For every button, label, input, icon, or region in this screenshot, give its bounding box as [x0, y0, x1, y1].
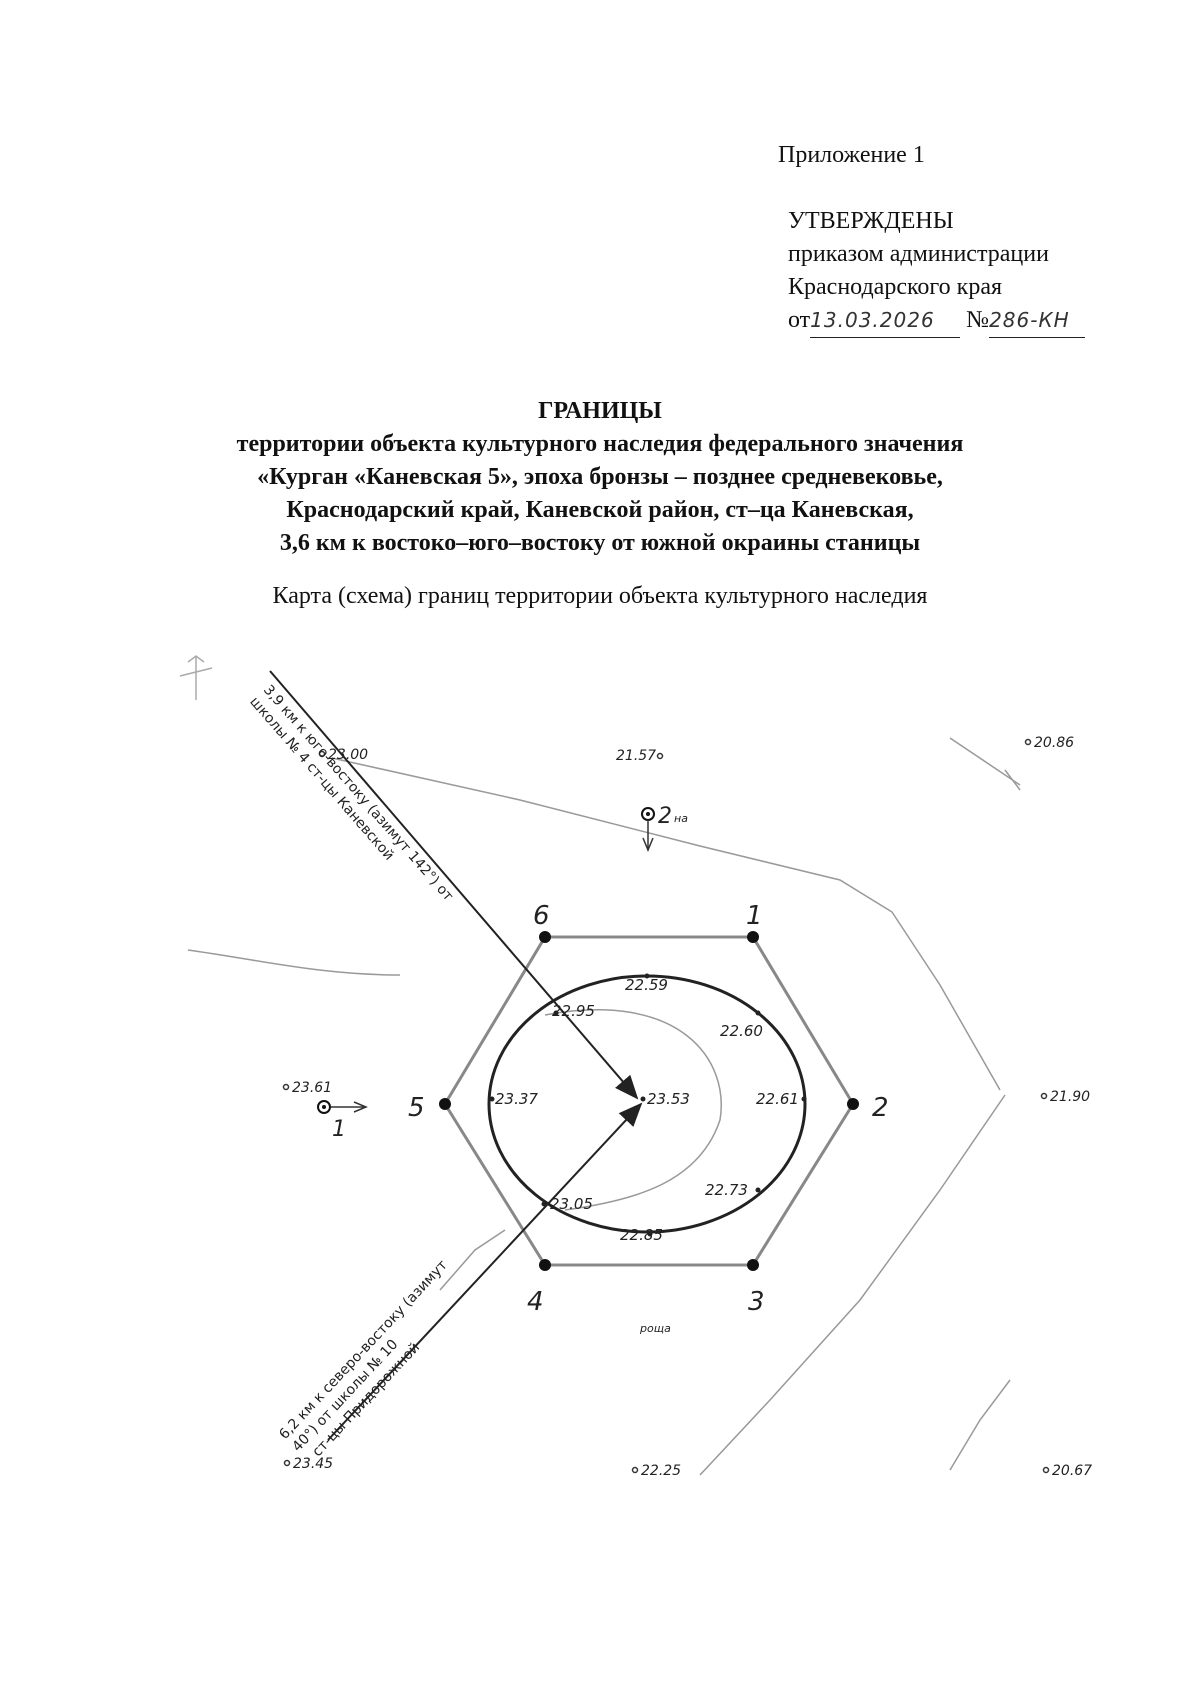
spot-height-label: 23.61	[292, 1080, 332, 1096]
order-label: приказом администрации	[788, 241, 1049, 267]
number-prefix: №	[966, 307, 990, 333]
terrain-lines	[187, 737, 1021, 1476]
elevation-label: 22.95	[552, 1002, 595, 1020]
reference-note-sw: 6,2 км к северо-востоку (азимут 40°) от …	[276, 1257, 451, 1460]
spot-height-dots	[282, 738, 1050, 1474]
date-number-line: от13.03.2026 №286-КН	[788, 304, 1086, 338]
elevation-dots	[489, 973, 807, 1237]
spot-height-label: 20.67	[1052, 1463, 1092, 1479]
from-prefix: от	[788, 307, 811, 333]
date-signature-line: 13.03.2026	[810, 304, 961, 338]
reference-note-sw-line-2: 40°) от школы № 10	[289, 1337, 401, 1455]
region-label: Краснодарского края	[788, 274, 1003, 300]
vertex-5-marker	[439, 1098, 451, 1110]
handwritten-date: 13.03.2026	[810, 308, 935, 332]
vertex-4-marker	[539, 1259, 551, 1271]
elevation-label: 22.85	[620, 1226, 663, 1244]
marker-2-suffix: на	[674, 812, 688, 825]
handwritten-number: 286-КН	[989, 308, 1070, 332]
vertex-3-marker	[747, 1259, 759, 1271]
elevation-label: 23.53	[647, 1090, 690, 1108]
vertex-6-label: 6	[533, 901, 550, 931]
reference-arrow-sw	[327, 1102, 643, 1441]
elevation-label: 22.73	[705, 1181, 748, 1199]
grove-label: роща	[639, 1322, 671, 1335]
spot-height-label: 21.57	[616, 748, 656, 764]
vertex-5-label: 5	[408, 1093, 425, 1123]
elevation-label: 22.61	[756, 1090, 799, 1108]
spot-height-label: 22.25	[641, 1463, 681, 1479]
reference-note-nw-line-2: школы № 4 ст-цы Каневской	[246, 694, 396, 864]
elevation-label: 23.05	[550, 1195, 593, 1213]
spot-height-label: 20.86	[1034, 735, 1074, 751]
reference-arrow-nw	[269, 670, 639, 1100]
title-main: ГРАНИЦЫ	[538, 398, 662, 424]
marker-2-label: 2	[658, 804, 672, 829]
geodetic-marker-1	[317, 1100, 368, 1114]
document-title: ГРАНИЦЫ территории объекта культурного н…	[0, 395, 1200, 560]
elevation-label: 22.59	[625, 976, 668, 994]
reference-note-sw-line-1: 6,2 км к северо-востоку (азимут	[276, 1257, 451, 1443]
map-caption: Карта (схема) границ территории объекта …	[272, 583, 928, 609]
number-signature-line: 286-КН	[989, 304, 1086, 338]
title-line-1: территории объекта культурного наследия …	[236, 431, 964, 457]
reference-note-nw-line-1: 3,9 км к юго-востоку (азимут 142°) от	[260, 682, 456, 904]
title-line-3: Краснодарский край, Каневской район, ст–…	[286, 497, 914, 523]
spot-height-label: 21.90	[1050, 1089, 1090, 1105]
approval-block: УТВЕРЖДЕНЫ приказом администрации Красно…	[788, 205, 1086, 338]
vertex-2-label: 2	[872, 1093, 889, 1123]
elevation-label: 22.60	[720, 1022, 763, 1040]
vertex-4-label: 4	[527, 1287, 544, 1317]
approved-label: УТВЕРЖДЕНЫ	[788, 208, 954, 234]
vertex-2-marker	[847, 1098, 859, 1110]
elevation-label: 23.37	[495, 1090, 538, 1108]
title-line-2: «Курган «Каневская 5», эпоха бронзы – по…	[257, 464, 943, 490]
spot-height-label: 23.45	[293, 1456, 333, 1472]
title-line-4: 3,6 км к востоко–юго–востоку от южной ок…	[279, 530, 921, 556]
reference-note-nw: 3,9 км к юго-востоку (азимут 142°) от шк…	[246, 682, 456, 904]
marker-1-label: 1	[332, 1117, 346, 1142]
vertex-6-marker	[539, 931, 551, 943]
geodetic-marker-2	[641, 807, 655, 852]
appendix-label: Приложение 1	[778, 142, 925, 168]
vertex-1-marker	[747, 931, 759, 943]
vertex-1-label: 1	[746, 901, 763, 931]
vertex-3-label: 3	[748, 1287, 765, 1317]
north-arrow-icon	[179, 655, 213, 700]
